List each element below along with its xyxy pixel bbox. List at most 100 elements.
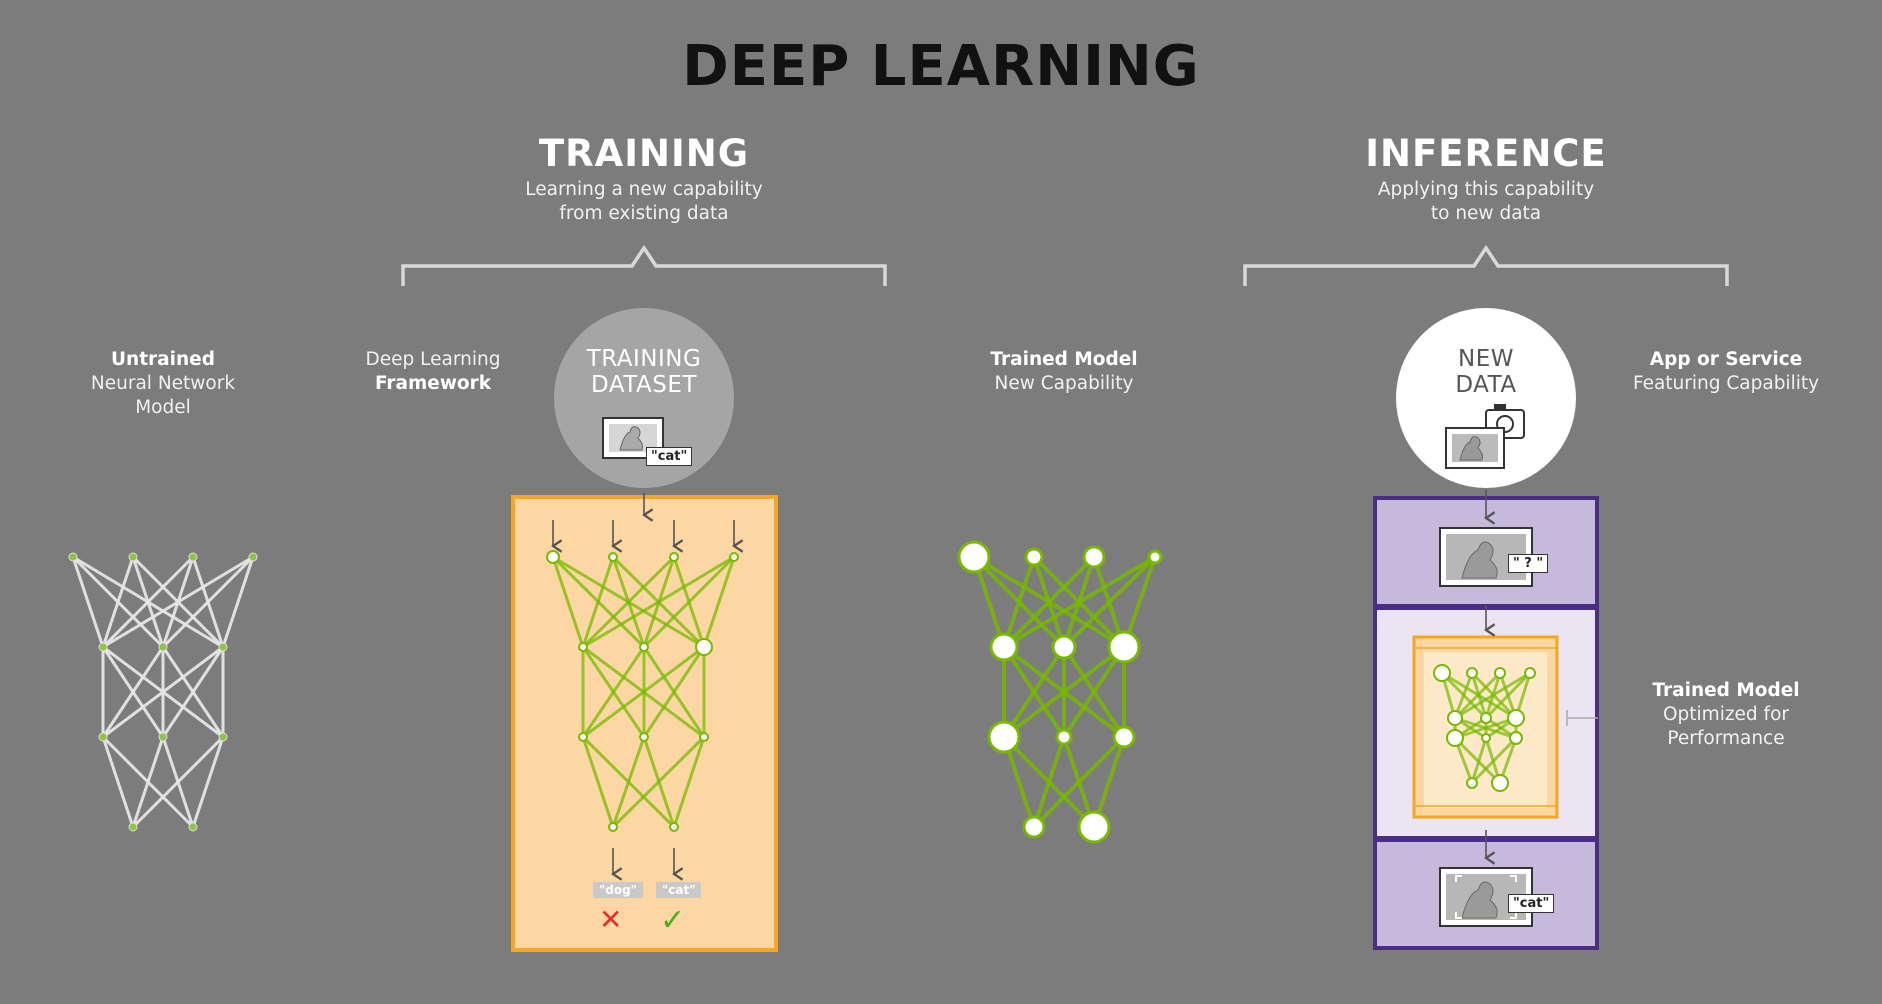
new-data-circle [1396,308,1576,488]
app-service-label-line1: App or Service [1649,349,1803,370]
network-node [639,732,649,742]
network-node [188,552,198,562]
network-node [987,720,1021,754]
optimized-label-line1: Trained Model [1652,680,1800,701]
network-edge [1453,671,1502,720]
untrained-label: Untrained Neural Network Model [63,348,263,420]
untrained-network [68,552,258,832]
network-edge [1002,645,1066,739]
app-service-label: App or Service Featuring Capability [1616,348,1836,396]
network-edge [161,555,255,649]
network-node [669,822,679,832]
network-node [98,732,108,742]
network-node [68,552,78,562]
network-node [729,552,739,562]
page-title: DEEP LEARNING [682,34,1200,99]
network-node [1509,731,1523,745]
training-network [546,550,739,832]
network-node [1446,729,1464,747]
network-node [1481,733,1491,743]
network-node [1022,815,1046,839]
new-data-line2: DATA [1455,372,1517,398]
network-node [158,642,168,652]
network-node [1494,667,1506,679]
network-edge [672,736,706,828]
network-node [957,540,991,574]
network-node [1491,774,1509,792]
correct-mark-icon: ✓ [660,903,686,938]
network-node [98,642,108,652]
trained-model-label: Trained Model New Capability [964,348,1164,396]
optimized-label-connector [1566,710,1598,726]
training-dataset-circle [554,308,734,488]
network-node [128,822,138,832]
app-service-label-line2: Featuring Capability [1632,373,1820,394]
training-subtitle: Learning a new capability from existing … [394,178,894,226]
inference-title: INFERENCE [1365,132,1607,175]
network-edge [131,736,165,828]
network-node [1112,725,1136,749]
new-data-label: NEW DATA [1396,346,1576,398]
trained-model-label-line2: New Capability [994,373,1134,394]
network-node [1466,777,1478,789]
inference-subtitle-line1: Applying this capability [1377,179,1595,200]
network-edge [1470,737,1488,784]
network-node [1077,810,1111,844]
output-dog-tag: "dog" [593,882,643,898]
trained-model-label-line1: Trained Model [990,349,1138,370]
result-cat-tag: "cat" [1508,894,1555,913]
network-node [158,732,168,742]
training-dataset-label: TRAINING DATASET [554,346,734,398]
network-edge [581,646,646,738]
network-edge [642,555,736,649]
network-node [1082,545,1106,569]
training-input-arrows [553,520,734,546]
network-edge [101,556,135,648]
network-edge [102,645,224,739]
network-edge [101,646,165,738]
network-node [639,642,649,652]
network-edge [1453,672,1474,719]
untrained-label-line2: Neural Network [90,373,236,394]
network-node [578,732,588,742]
network-edge [702,556,736,648]
network-node [1524,667,1536,679]
wrong-mark-icon: ✕ [599,903,623,936]
network-node [546,550,560,564]
network-node [989,632,1019,662]
network-node [1024,547,1044,567]
network-node [1480,712,1492,724]
network-edge [642,646,706,738]
optimized-network [1433,664,1536,792]
training-title: TRAINING [538,132,750,175]
training-subtitle-line1: Learning a new capability [525,179,763,200]
network-edge [161,646,225,738]
optimized-label: Trained Model Optimized for Performance [1616,679,1836,751]
network-edge [551,556,585,648]
network-node [218,732,228,742]
framework-label-line1: Deep Learning [365,349,501,370]
new-data-image-icon [1445,427,1505,469]
framework-label-line2: Framework [374,373,492,394]
network-edge [191,736,225,828]
training-subtitle-line2: from existing data [559,203,729,224]
framework-label: Deep Learning Framework [343,348,523,396]
network-node [1507,709,1525,727]
network-edge [1032,736,1066,828]
training-output-arrows [613,848,674,874]
network-node [578,642,588,652]
network-node [188,822,198,832]
optimized-label-line2: Optimized for [1662,704,1789,725]
network-node [1433,664,1451,682]
dataset-cat-tag: "cat" [646,447,693,466]
network-edge [1454,716,1517,740]
network-node [695,638,713,656]
network-node [608,822,618,832]
network-edge [71,556,105,648]
training-brace [401,244,887,286]
trained-network [957,540,1163,844]
network-node [1107,630,1141,664]
network-edge [581,555,676,649]
network-edge [581,556,615,648]
inference-subtitle-line2: to new data [1430,203,1542,224]
